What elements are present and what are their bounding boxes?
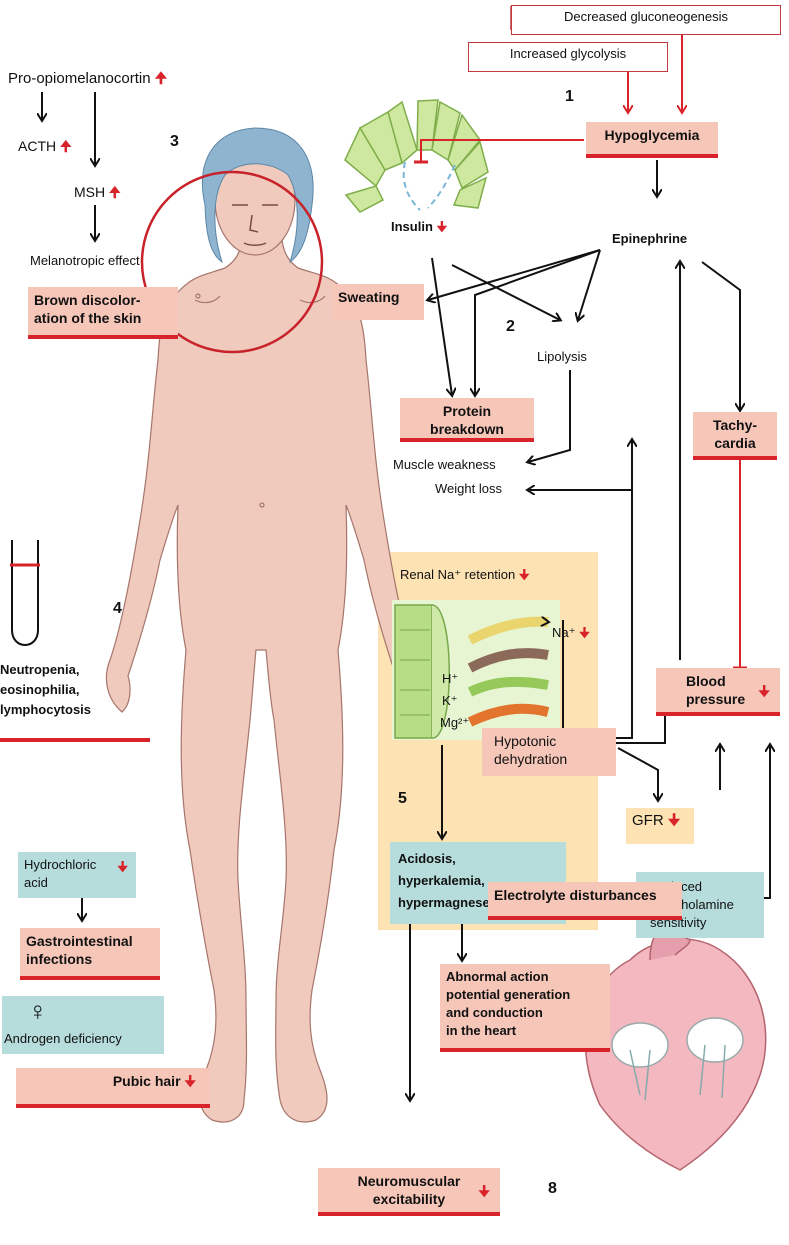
na-label: Na⁺ 🠋	[552, 624, 590, 642]
acth-up-arrow: 🠉	[60, 138, 72, 154]
pubic-hair-down-arrow: 🠋	[184, 1073, 196, 1089]
insulin-label: Insulin 🠋	[391, 218, 447, 236]
msh-up-arrow: 🠉	[109, 184, 121, 200]
test-tube-icon	[10, 540, 40, 645]
hydrochloric-acid-box: Hydrochloric acid 🠋	[18, 852, 136, 898]
weight-loss-label: Weight loss	[435, 480, 502, 498]
androgen-box: ♀ Androgen deficiency	[2, 996, 164, 1054]
heart-illustration	[586, 929, 766, 1170]
pomc-text: Pro-opiomelanocortin	[8, 70, 151, 87]
tubule-illustration	[392, 600, 560, 740]
abnormal-action-potential-box: Abnormal action potential generation and…	[440, 964, 610, 1052]
lipolysis-label: Lipolysis	[537, 348, 587, 366]
pomc-label: Pro-opiomelanocortin 🠉	[8, 70, 167, 88]
msh-text: MSH	[74, 184, 105, 200]
hypoglycemia-box: Hypoglycemia	[586, 122, 718, 158]
acth-label: ACTH 🠉	[18, 137, 72, 155]
hypotonic-dehydration-box: Hypotonic dehydration	[482, 728, 616, 776]
decreased-gluconeogenesis-box: Decreased gluconeogenesis	[511, 5, 781, 35]
renal-na-text: Renal Na⁺ retention	[400, 567, 515, 582]
insulin-text: Insulin	[391, 219, 433, 234]
section-number-4: 4	[113, 600, 122, 618]
mg-ion-label: Mg²⁺	[440, 714, 469, 732]
section-number-3: 3	[170, 133, 179, 151]
insulin-down-arrow: 🠋	[437, 219, 448, 234]
neuromuscular-down-arrow: 🠋	[478, 1182, 490, 1200]
msh-label: MSH 🠉	[74, 183, 121, 201]
brown-discoloration-box: Brown discolor- ation of the skin	[28, 287, 178, 339]
acth-text: ACTH	[18, 138, 56, 154]
epinephrine-label: Epinephrine	[612, 230, 687, 248]
section-number-1: 1	[565, 88, 574, 106]
blood-pressure-box: Blood pressure 🠋	[656, 668, 780, 716]
hydrochloric-down-arrow: 🠋	[117, 858, 128, 876]
blood-pressure-text: Blood pressure	[662, 672, 774, 708]
protein-breakdown-box: Protein breakdown	[400, 398, 534, 442]
hydrochloric-acid-text: Hydrochloric acid	[24, 857, 96, 890]
na-text: Na⁺	[552, 625, 575, 640]
gi-infections-box: Gastrointestinal infections	[20, 928, 160, 980]
electrolyte-disturbances-box: Electrolyte disturbances	[488, 882, 682, 920]
section-number-2: 2	[506, 318, 515, 336]
section-number-5: 5	[398, 790, 407, 808]
neutropenia-label: Neutropenia, eosinophilia, lymphocytosis	[0, 660, 91, 720]
islet-illustration	[345, 100, 488, 212]
pubic-hair-text: Pubic hair	[113, 1073, 181, 1089]
androgen-deficiency-text: Androgen deficiency	[4, 1030, 122, 1048]
muscle-weakness-label: Muscle weakness	[393, 456, 496, 474]
gfr-text: GFR	[632, 812, 664, 829]
gfr-down-arrow: 🠋	[668, 812, 680, 829]
gfr-box: GFR 🠋	[626, 808, 694, 844]
tachycardia-box: Tachy- cardia	[693, 412, 777, 460]
renal-na-label: Renal Na⁺ retention 🠋	[400, 566, 530, 584]
melanotropic-label: Melanotropic effect	[30, 252, 140, 270]
sweating-box: Sweating	[332, 284, 424, 320]
blood-pressure-down-arrow: 🠋	[758, 682, 770, 700]
h-ion-label: H⁺	[442, 670, 458, 688]
section-number-8: 8	[548, 1180, 557, 1198]
increased-glycolysis-box: Increased glycolysis	[468, 42, 668, 72]
renal-na-down-arrow: 🠋	[519, 567, 530, 582]
na-down-arrow: 🠋	[579, 625, 590, 640]
neutropenia-underline	[0, 738, 150, 742]
neuromuscular-box: Neuromuscular excitability 🠋	[318, 1168, 500, 1216]
k-ion-label: K⁺	[442, 692, 458, 710]
female-symbol: ♀	[28, 996, 48, 1026]
neuromuscular-text: Neuromuscular excitability	[358, 1172, 461, 1208]
pomc-up-arrow: 🠉	[155, 70, 167, 87]
pubic-hair-box: Pubic hair 🠋	[16, 1068, 210, 1108]
